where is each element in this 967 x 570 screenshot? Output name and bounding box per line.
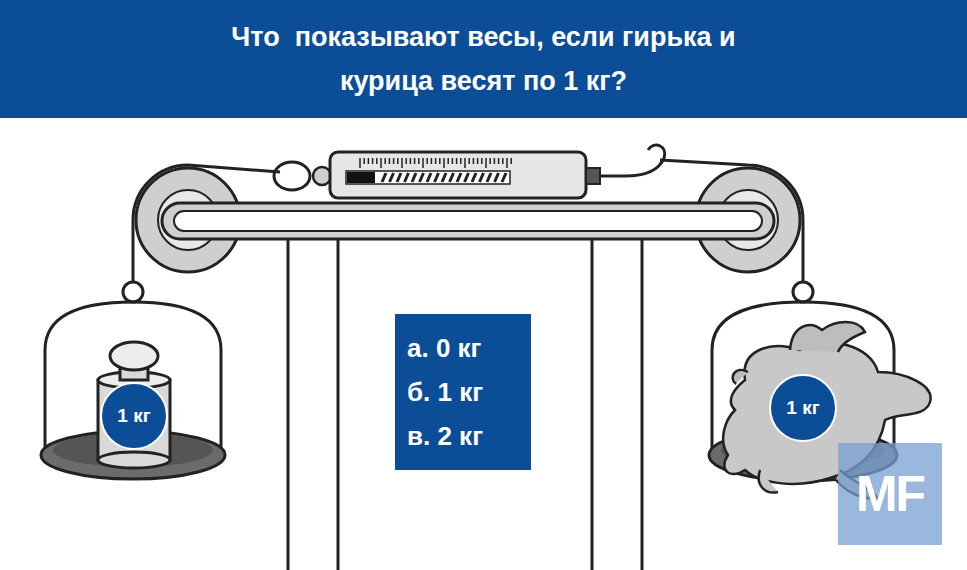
weight-badge: 1 кг <box>100 382 168 450</box>
frame-bar <box>162 203 774 239</box>
frame-bar-inner <box>174 211 762 231</box>
chicken-badge: 1 кг <box>769 374 837 442</box>
rope <box>133 160 803 282</box>
weight-label: 1 кг <box>117 405 150 427</box>
title: Что показывают весы, если гирька и куриц… <box>204 15 764 103</box>
answer-box: а. 0 кгб. 1 кгв. 2 кг <box>395 314 531 470</box>
left-pan <box>41 282 225 479</box>
frame-leg <box>288 230 338 570</box>
weight-label: 1 кг <box>786 397 819 419</box>
answer-option: а. 0 кг <box>407 326 519 370</box>
answer-option: б. 1 кг <box>407 370 519 414</box>
title-band: Что показывают весы, если гирька и куриц… <box>0 0 967 118</box>
pulley <box>136 168 800 272</box>
spring-scale <box>274 145 665 198</box>
frame-leg <box>592 230 642 570</box>
watermark: MF <box>838 443 942 545</box>
answer-option: в. 2 кг <box>407 414 519 458</box>
weight-1kg <box>98 342 170 468</box>
